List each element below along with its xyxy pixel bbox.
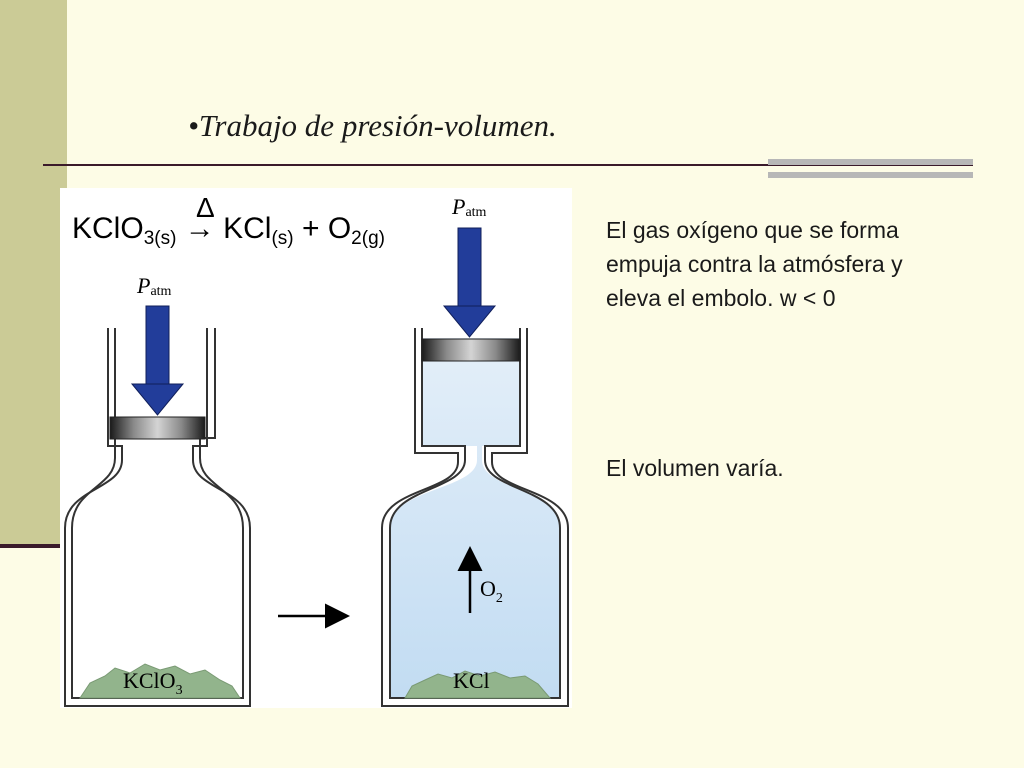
eq-reactant-sub: 3(s) <box>143 228 177 249</box>
eq-product2-sub: 2(g) <box>351 228 385 249</box>
explanation-paragraph-1: El gas oxígeno que se forma empuja contr… <box>606 217 903 311</box>
eq-reactant: KClO <box>72 212 144 245</box>
right-pressure-arrow-shaft <box>457 227 482 309</box>
heat-symbol: Δ <box>196 192 215 223</box>
right-flask-outer-wall <box>381 328 569 707</box>
right-flask <box>381 227 569 707</box>
eq-product2: O <box>327 212 352 245</box>
left-flask <box>64 305 251 707</box>
right-solid-pile <box>404 670 552 699</box>
eq-product1: KCl <box>223 212 272 245</box>
left-decor-band <box>0 0 67 547</box>
title-rule-bar-top <box>768 159 973 165</box>
piston-diagram: Patm Patm KClO3 KCl O2 Δ KClO3(s) → KCl(… <box>60 188 572 708</box>
right-patm-label: Patm <box>451 194 487 220</box>
left-pressure-arrow-shaft <box>145 305 170 387</box>
eq-arrow: → <box>184 212 215 245</box>
right-pressure-arrow-head <box>442 305 497 338</box>
left-piston <box>109 416 206 440</box>
left-solid-label: KClO3 <box>123 668 183 698</box>
left-patm-label: Patm <box>136 273 172 299</box>
left-flask-inner-wall <box>71 328 244 699</box>
reaction-equation: KClO3(s) → KCl(s) + O2(g) <box>72 212 385 250</box>
piston-diagram-svg: Patm Patm KClO3 KCl O2 <box>64 194 569 707</box>
eq-product1-sub: (s) <box>271 228 294 249</box>
left-solid-pile <box>79 663 241 699</box>
slide-title: •Trabajo de presión-volumen. <box>188 108 557 143</box>
right-piston <box>421 338 521 362</box>
right-flask-gas <box>390 338 560 698</box>
title-rule-bar-bottom <box>768 172 973 178</box>
left-decor-line <box>0 544 62 548</box>
right-solid-label: KCl <box>453 668 490 693</box>
left-flask-outer-wall <box>64 328 251 707</box>
oxygen-label: O2 <box>480 576 503 606</box>
explanation-paragraph-2: El volumen varía. <box>606 455 784 481</box>
eq-plus: + <box>301 212 320 245</box>
left-pressure-arrow-head <box>130 383 185 416</box>
title-rule <box>43 164 973 166</box>
